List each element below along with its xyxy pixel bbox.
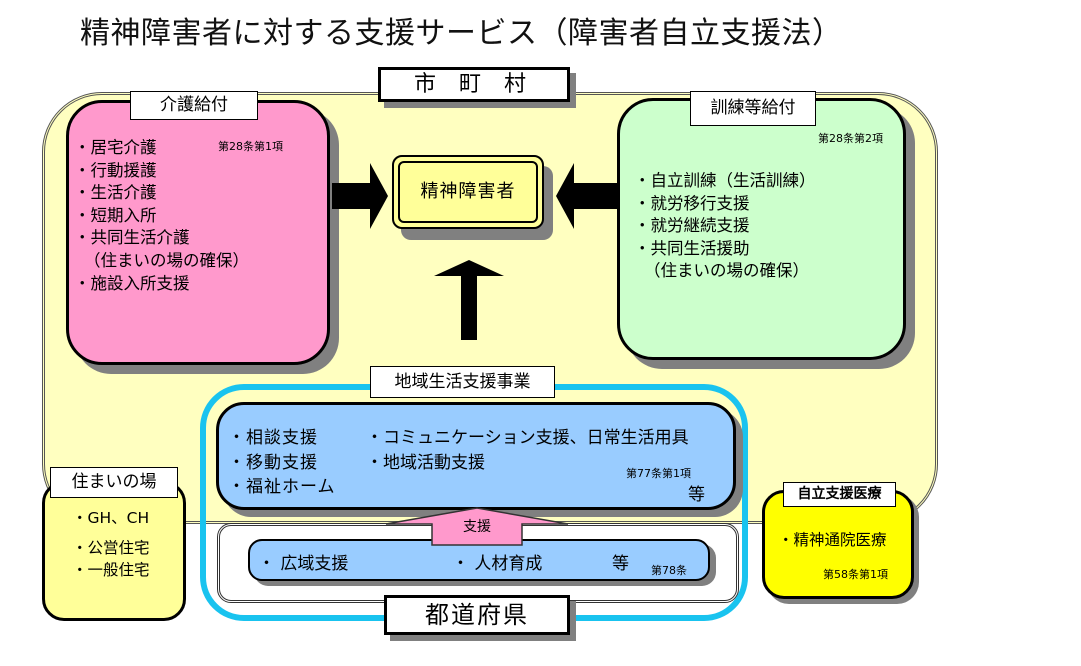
list-item: ・就労移行支援 xyxy=(634,193,750,213)
arrow-up-icon xyxy=(434,260,504,340)
list-item: ・共同生活介護 xyxy=(74,228,190,248)
housing-box xyxy=(42,481,186,621)
list-item: ・地域活動支援 xyxy=(366,452,485,473)
list-item: ・施設入所支援 xyxy=(74,273,190,293)
prefecture-etc: 等 xyxy=(612,554,629,574)
care-benefits-box xyxy=(66,100,330,365)
list-item: ・相談支援 xyxy=(228,428,318,448)
training-benefits-list: ・自立訓練（生活訓練） ・就労移行支援 ・就労継続支援 ・共同生活援助 （住まい… xyxy=(634,170,816,283)
prefecture-support-box xyxy=(248,539,710,581)
medical-label: 自立支援医療 xyxy=(783,482,896,507)
community-support-label: 地域生活支援事業 xyxy=(370,366,555,398)
training-benefits-label: 訓練等給付 xyxy=(690,91,816,126)
support-arrow-label: 支援 xyxy=(463,519,491,535)
medical-box xyxy=(762,490,914,599)
center-label: 精神障害者 xyxy=(398,161,538,223)
support-arrow-icon xyxy=(385,507,569,546)
community-list-col1: ・相談支援 ・移動支援 ・福祉ホーム xyxy=(228,426,336,500)
arrow-left-icon xyxy=(556,163,617,229)
prefecture-label: 都道府県 xyxy=(384,595,570,635)
care-benefits-label: 介護給付 xyxy=(130,91,258,120)
page-title: 精神障害者に対する支援サービス（障害者自立支援法） xyxy=(80,16,843,51)
center-box xyxy=(392,155,544,229)
list-item: ・短期入所 xyxy=(74,205,157,225)
list-item: ・就労継続支援 xyxy=(634,216,750,235)
list-item: （住まいの場の確保） xyxy=(84,250,249,270)
care-benefits-list: ・居宅介護 ・行動援護 ・生活介護 ・短期入所 ・共同生活介護 （住まいの場の確… xyxy=(74,137,249,295)
list-item: ・生活介護 xyxy=(74,183,157,203)
municipality-label: 市 町 村 xyxy=(378,67,570,102)
list-item: ・居宅介護 xyxy=(74,138,157,157)
list-item: ・公営住宅 xyxy=(72,539,150,557)
list-item: ・ 人材育成 xyxy=(452,554,543,574)
training-article: 第28条第2項 xyxy=(818,132,883,145)
list-item: ・共同生活援助 xyxy=(634,238,750,258)
community-list-col2: ・コミュニケーション支援、日常生活用具 ・地域活動支援 xyxy=(366,426,689,475)
list-item: ・一般住宅 xyxy=(72,561,150,579)
care-article: 第28条第1項 xyxy=(218,140,283,153)
list-item: ・コミュニケーション支援、日常生活用具 xyxy=(366,428,689,448)
list-item: ・移動支援 xyxy=(228,452,318,473)
list-item: ・行動援護 xyxy=(74,160,157,180)
community-article: 第77条第1項 xyxy=(626,467,691,480)
arrow-right-icon xyxy=(332,163,388,229)
list-item: ・精神通院医療 xyxy=(778,531,887,549)
community-support-box xyxy=(216,402,736,510)
medical-article: 第58条第1項 xyxy=(823,568,888,581)
list-item: ・福祉ホーム xyxy=(228,477,336,497)
list-item: ・GH、CH xyxy=(72,509,150,527)
list-item: ・ 広域支援 xyxy=(258,554,349,574)
list-item: （住まいの場の確保） xyxy=(644,261,809,280)
housing-list: ・GH、CH ・公営住宅 ・一般住宅 xyxy=(72,507,150,581)
housing-label: 住まいの場 xyxy=(50,467,178,498)
prefecture-article: 第78条 xyxy=(651,564,687,577)
community-etc: 等 xyxy=(688,485,705,505)
training-benefits-box xyxy=(617,98,906,360)
list-item: ・自立訓練（生活訓練） xyxy=(634,171,816,190)
